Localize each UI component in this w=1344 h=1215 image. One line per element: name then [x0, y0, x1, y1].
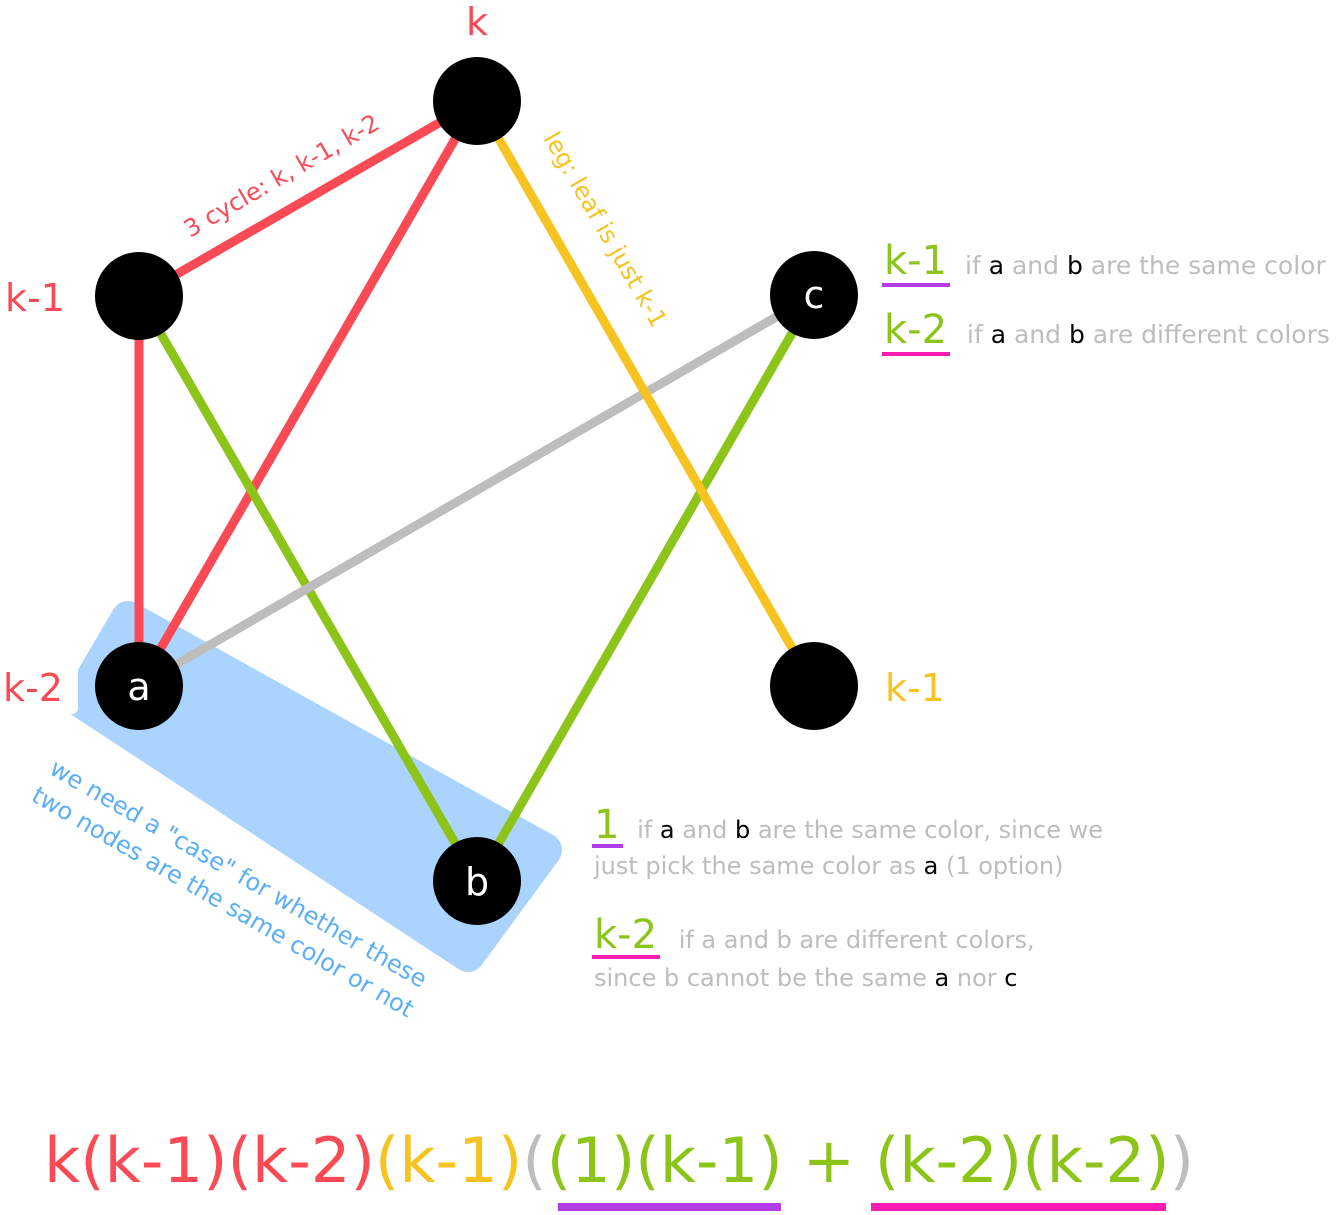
text: if	[967, 320, 991, 349]
node-k	[433, 57, 521, 145]
edge-k-leaf	[473, 98, 818, 689]
formula-diff-term: (k-2)(k-2)	[875, 1124, 1170, 1197]
formula-plus: +	[783, 1124, 875, 1197]
formula-red: k(k-1)(k-2)	[44, 1124, 375, 1197]
node-k1	[95, 252, 183, 340]
text: are the same color	[1083, 251, 1327, 280]
text: are different colors	[1085, 320, 1330, 349]
text-a: a	[924, 852, 939, 880]
formula-yellow: (k-1)	[375, 1124, 522, 1197]
edge-a-c	[136, 291, 817, 690]
b-note-diff-line2: since b cannot be the same a nor c	[594, 964, 1017, 992]
b-note-same: 1 if a and b are the same color, since w…	[594, 802, 1103, 848]
node-a-name: a	[127, 665, 150, 709]
text-c: c	[1004, 964, 1017, 992]
node-b-name: b	[465, 860, 489, 904]
text: just pick the same color as	[593, 852, 924, 880]
b-note-same-line2: just pick the same color as a (1 option)	[593, 852, 1064, 880]
text: and	[1006, 320, 1069, 349]
text-a: a	[935, 964, 950, 992]
c-note-diff: k-2 if a and b are different colors	[884, 307, 1330, 353]
c-same-value: k-1	[884, 238, 947, 284]
label-a-bg	[0, 660, 78, 714]
text-a: a	[660, 816, 675, 844]
underline-purple	[592, 844, 623, 848]
text-a: a	[991, 320, 1006, 349]
edge-k-a	[135, 98, 481, 689]
label-a: k-2	[3, 666, 63, 710]
underline-pink	[882, 352, 950, 356]
node-c	[770, 251, 858, 339]
c-diff-value: k-2	[884, 307, 947, 353]
text-b: b	[735, 816, 750, 844]
text: and	[675, 816, 735, 844]
formula-underline-pink	[871, 1203, 1166, 1211]
text-b: b	[1069, 320, 1085, 349]
text: since b cannot be the same	[594, 964, 935, 992]
text: if	[637, 816, 660, 844]
node-c-name: c	[804, 273, 825, 317]
text: if a and b are different colors,	[679, 926, 1035, 954]
c-note-same: k-1 if a and b are the same color	[884, 238, 1326, 284]
formula: k(k-1)(k-2)(k-1)((1)(k-1) + (k-2)(k-2))	[44, 1124, 1194, 1197]
text: if	[965, 251, 989, 280]
formula-close: )	[1170, 1124, 1194, 1197]
node-b	[433, 837, 521, 925]
b-same-value: 1	[594, 802, 619, 848]
formula-underline-purple	[558, 1203, 781, 1211]
formula-open: (	[522, 1124, 546, 1197]
text: and	[1004, 251, 1067, 280]
underline-pink	[592, 955, 660, 959]
label-leaf: k-1	[885, 666, 945, 710]
text: are the same color, since we	[750, 816, 1103, 844]
edge-c-b	[473, 292, 818, 884]
text-a: a	[989, 251, 1004, 280]
label-k1: k-1	[5, 276, 65, 320]
b-diff-value: k-2	[594, 912, 657, 958]
text: nor	[949, 964, 1004, 992]
leg-annotation: leg: leaf is just k-1	[538, 127, 673, 332]
text: (1 option)	[938, 852, 1063, 880]
b-note-diff: k-2 if a and b are different colors,	[594, 912, 1035, 958]
text-b: b	[1067, 251, 1083, 280]
node-a	[95, 642, 183, 730]
underline-purple	[882, 283, 950, 287]
case-highlight-region	[63, 601, 562, 972]
node-leaf	[770, 642, 858, 730]
edge-k-k1	[136, 97, 480, 300]
label-k: k	[466, 0, 488, 44]
formula-same-term: (1)(k-1)	[547, 1124, 783, 1197]
